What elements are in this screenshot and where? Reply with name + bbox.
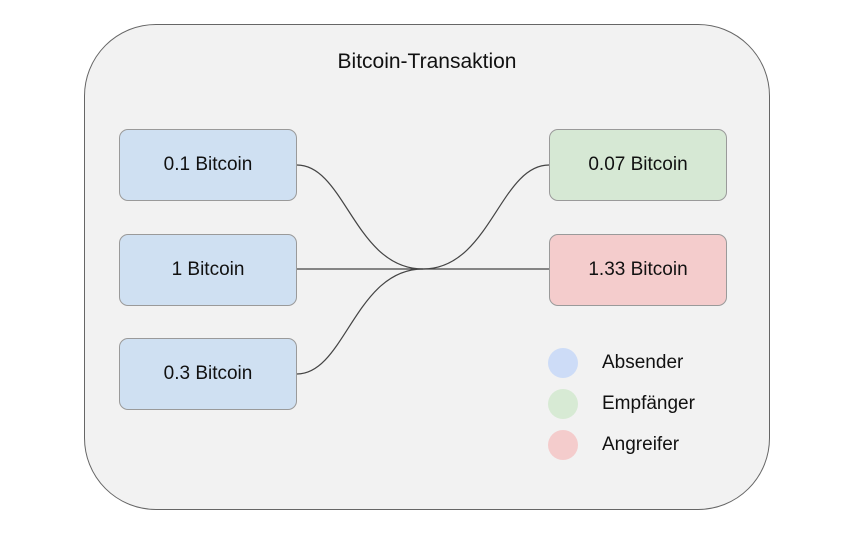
legend-dot-attacker <box>548 430 578 460</box>
legend-dot-sender <box>548 348 578 378</box>
legend-label-receiver: Empfänger <box>602 393 695 414</box>
legend-label-attacker: Angreifer <box>602 434 680 455</box>
input-node-0-1-bitcoin: 0.1 Bitcoin <box>119 129 297 201</box>
legend-item-attacker: Angreifer <box>548 430 679 460</box>
legend-label-sender: Absender <box>602 352 684 373</box>
input-node-1-bitcoin: 1 Bitcoin <box>119 234 297 306</box>
output-node-0-07-bitcoin: 0.07 Bitcoin <box>549 129 727 201</box>
diagram-title: Bitcoin-Transaktion <box>337 50 517 73</box>
legend-item-receiver: Empfänger <box>548 389 695 419</box>
legend-item-sender: Absender <box>548 348 683 378</box>
output-node-1-33-bitcoin: 1.33 Bitcoin <box>549 234 727 306</box>
legend-dot-receiver <box>548 389 578 419</box>
input-node-0-3-bitcoin: 0.3 Bitcoin <box>119 338 297 410</box>
